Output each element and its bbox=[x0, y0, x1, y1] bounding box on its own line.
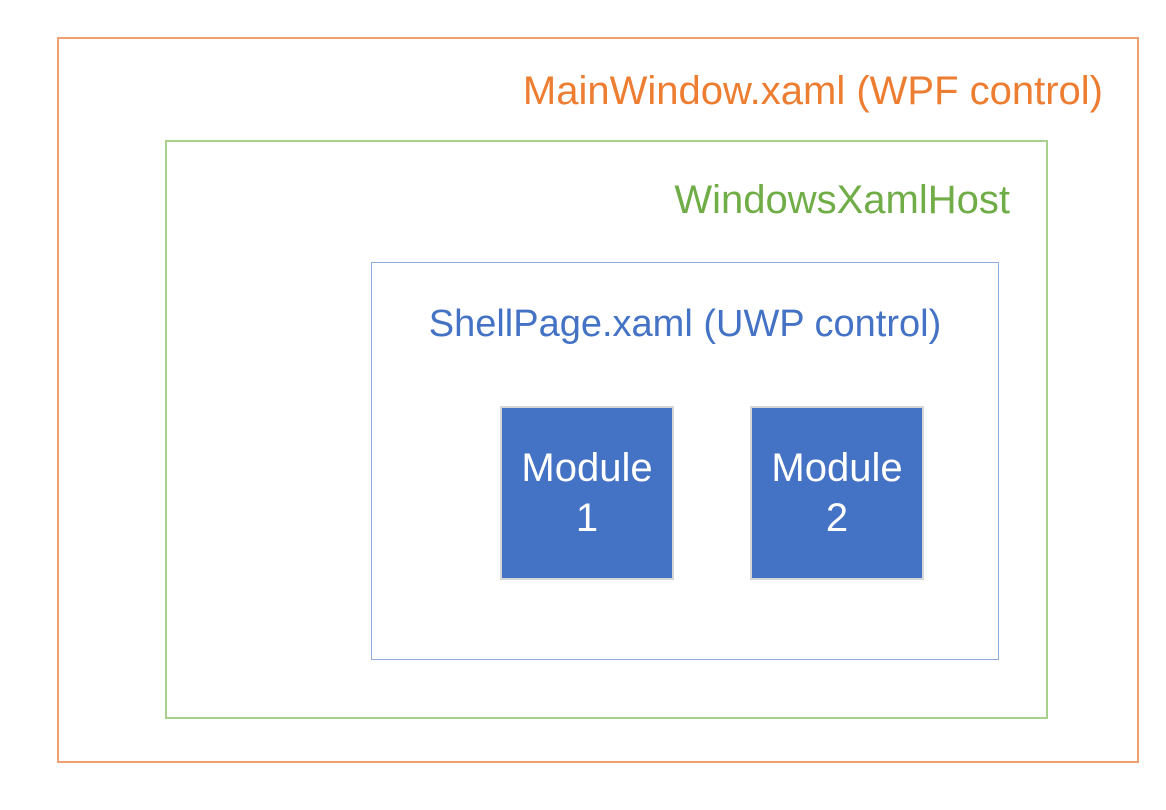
module-2-label-line2: 2 bbox=[825, 496, 849, 540]
mainwindow-wpf-label: MainWindow.xaml (WPF control) bbox=[522, 69, 1103, 113]
shellpage-uwp-label: ShellPage.xaml (UWP control) bbox=[428, 303, 942, 345]
mainwindow-wpf-box: MainWindow.xaml (WPF control) WindowsXam… bbox=[57, 37, 1139, 763]
shellpage-uwp-box: ShellPage.xaml (UWP control) Module 1 Mo… bbox=[371, 262, 999, 660]
module-1-label-line1: Module bbox=[521, 446, 653, 490]
module-1-box: Module 1 bbox=[500, 406, 674, 580]
module-2-label-line1: Module bbox=[771, 446, 903, 490]
windowsxamlhost-box: WindowsXamlHost ShellPage.xaml (UWP cont… bbox=[165, 140, 1048, 719]
module-2-box: Module 2 bbox=[750, 406, 924, 580]
module-1-label-line2: 1 bbox=[575, 496, 599, 540]
windowsxamlhost-label: WindowsXamlHost bbox=[674, 178, 1010, 222]
